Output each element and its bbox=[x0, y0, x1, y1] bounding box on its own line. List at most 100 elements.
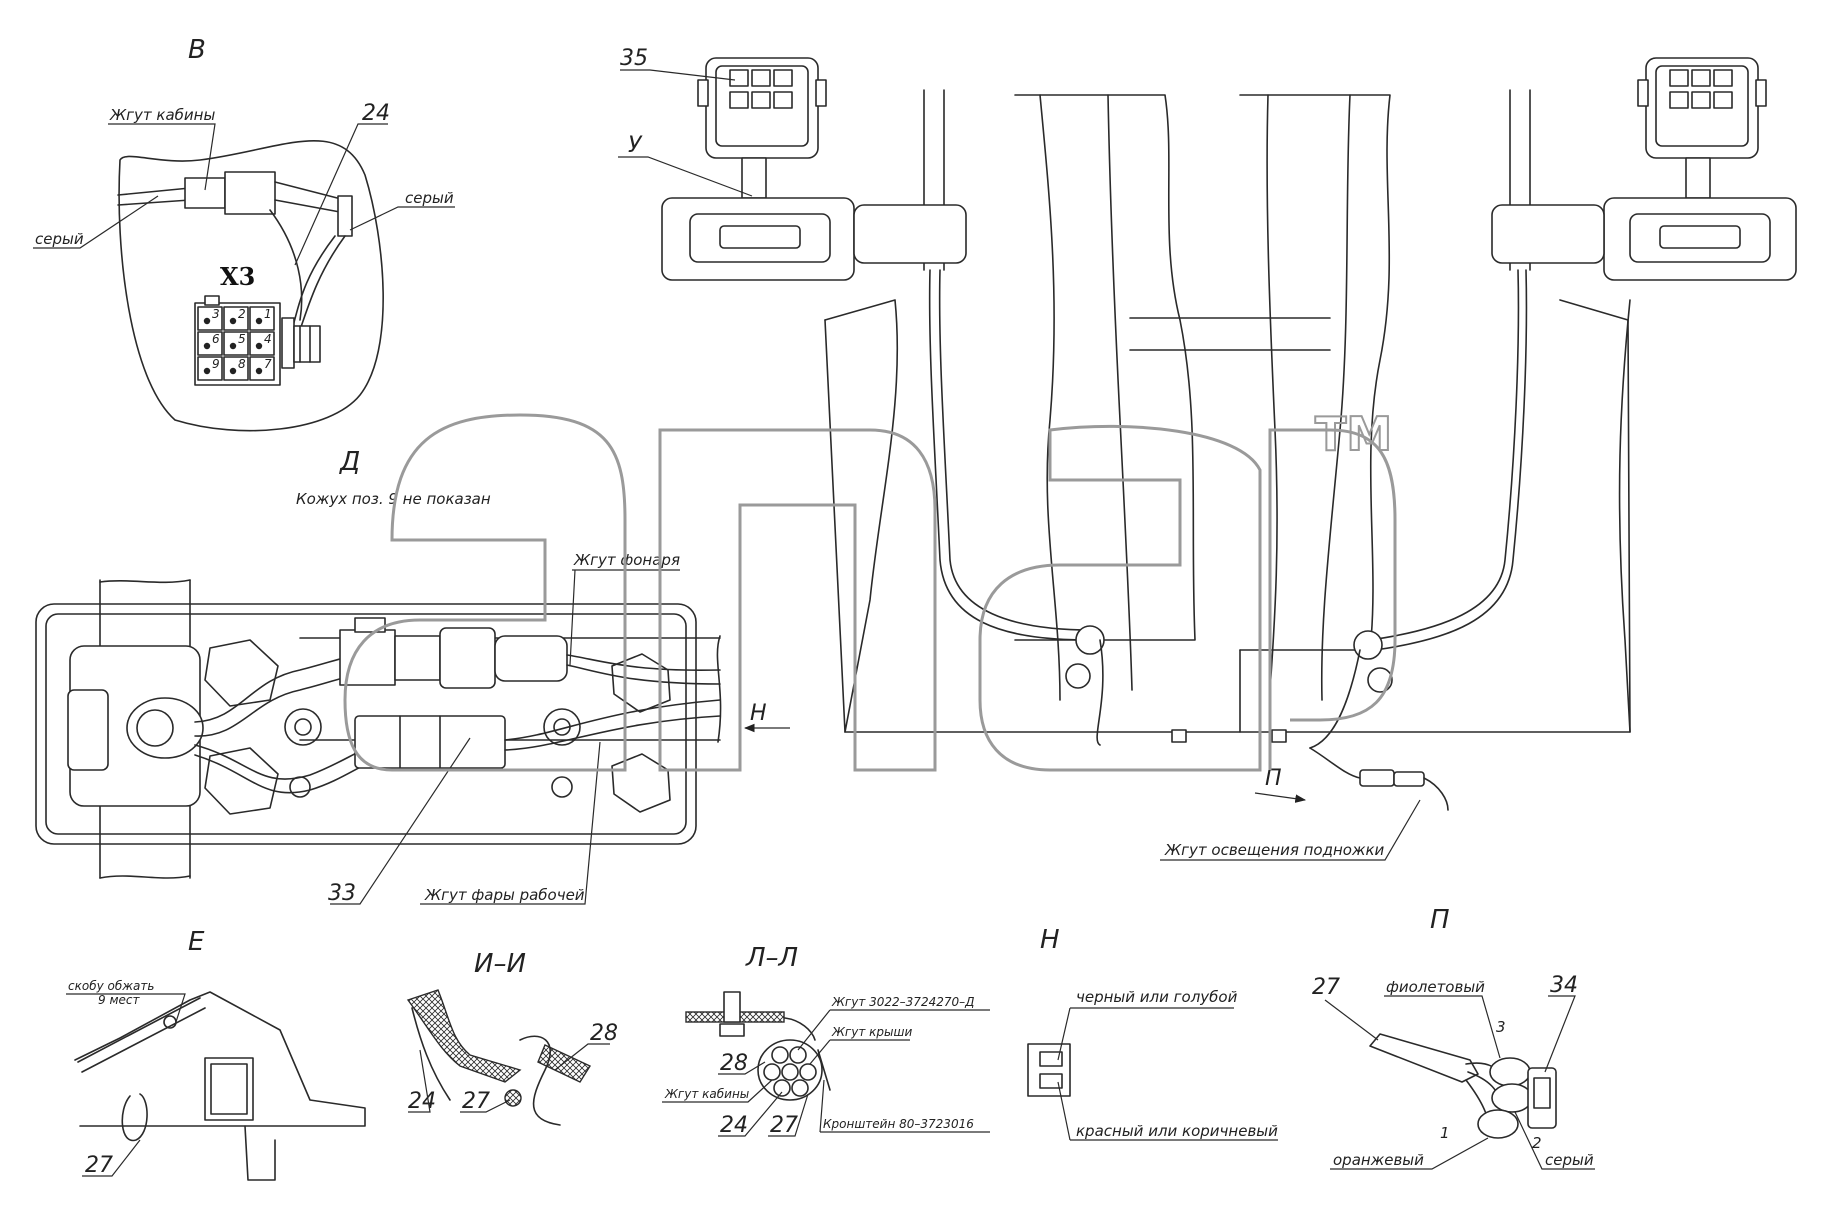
leader-red-or-brown bbox=[1057, 1081, 1278, 1141]
bar-break bbox=[716, 635, 722, 743]
leader-pos-27-ll bbox=[768, 1093, 809, 1137]
pos-35: 35 bbox=[620, 46, 648, 71]
view-e: Е скобу обжать 9 мест 27 bbox=[66, 927, 366, 1181]
connector-x3-pin bbox=[255, 367, 263, 375]
clamp-e-2 bbox=[163, 1015, 177, 1029]
label-gray-right: серый bbox=[405, 189, 454, 207]
step-left bbox=[824, 299, 1241, 733]
leader-pos-27-ii bbox=[460, 1099, 511, 1113]
marker-lamp-right-core bbox=[1659, 225, 1741, 249]
view-ll: Л–Л Жгут 3022–3724270–Д Жгут крыши Жгут … bbox=[662, 943, 990, 1138]
bolt-1 bbox=[284, 708, 322, 746]
work-light-left-bolt-r bbox=[815, 79, 827, 107]
connector-d bbox=[494, 635, 568, 682]
label-u: У bbox=[628, 133, 643, 158]
work-light-right-grid bbox=[1669, 69, 1733, 109]
label-bracket: Кронштейн 80–3723016 bbox=[823, 1117, 974, 1131]
watermark-logo: TM bbox=[343, 406, 1397, 772]
connector-x3-pin-cell bbox=[197, 331, 223, 356]
watermark-letter-p bbox=[1268, 428, 1397, 770]
section-ll-nut bbox=[719, 1023, 745, 1037]
pos-24-ll: 24 bbox=[720, 1113, 748, 1138]
bracket-e-box bbox=[204, 1057, 254, 1121]
work-light-right-bolt-l bbox=[1637, 79, 1649, 107]
leader-harness-3022 bbox=[797, 1009, 990, 1051]
arrow-p-label: П bbox=[1265, 766, 1282, 791]
view-v-outline bbox=[118, 140, 384, 432]
marker-lamp-right bbox=[1603, 197, 1797, 281]
connector-x3-pin bbox=[255, 317, 263, 325]
leader-pos-34-p bbox=[1544, 995, 1576, 1073]
wire-b bbox=[789, 1046, 807, 1064]
watermark-tm: TM bbox=[1315, 407, 1392, 461]
connector-x3-pin-cell bbox=[249, 356, 275, 381]
p-wire-sheath bbox=[1369, 1033, 1479, 1083]
view-d-title: Д bbox=[339, 447, 360, 477]
watermark-letter-n bbox=[658, 428, 937, 772]
view-v-socket bbox=[224, 171, 276, 215]
rail-clamp-left bbox=[853, 204, 967, 264]
view-e-note-2: 9 мест bbox=[98, 993, 140, 1007]
foot-e bbox=[244, 1125, 276, 1181]
label-harness-step: Жгут освещения подножки bbox=[1164, 841, 1385, 859]
hole-2 bbox=[289, 776, 311, 798]
panel-fold-3 bbox=[1320, 94, 1351, 701]
view-e-note-1: скобу обжать bbox=[68, 979, 154, 993]
lamp-housing-outer bbox=[35, 603, 697, 845]
harness-left-2 bbox=[938, 269, 1093, 631]
leader-violet bbox=[1384, 995, 1501, 1059]
connector-x3-pin-cell bbox=[197, 306, 223, 331]
wire-d bbox=[781, 1063, 799, 1081]
step-harness-wire bbox=[1309, 747, 1361, 779]
crossbar bbox=[1129, 317, 1331, 351]
top-assembly: 35 У bbox=[618, 46, 1797, 861]
section-ii-clip bbox=[519, 1035, 561, 1126]
connector-x3-pin-number: 7 bbox=[264, 357, 272, 371]
leader-harness-cab-ll bbox=[662, 1079, 773, 1103]
rail-clamp-right bbox=[1491, 204, 1605, 264]
view-p: П 27 34 фиолетовый оранжевый серый 3 2 1 bbox=[1312, 905, 1595, 1170]
relay-divisions bbox=[399, 715, 441, 769]
leader-harness-step bbox=[1160, 799, 1421, 861]
leader-pos-24-v bbox=[294, 123, 388, 266]
pos-24-ii: 24 bbox=[408, 1089, 436, 1114]
harness-right-2 bbox=[1374, 269, 1528, 651]
leader-pos-28-ll bbox=[718, 1061, 766, 1075]
marker-lamp-left-lens bbox=[689, 213, 831, 263]
work-light-left-bolt-l bbox=[697, 79, 709, 107]
view-v-wire-2 bbox=[274, 181, 346, 213]
pos-24-v: 24 bbox=[362, 101, 390, 126]
view-ii-title: И–И bbox=[474, 949, 526, 979]
label-black-or-blue: черный или голубой bbox=[1076, 988, 1238, 1006]
hole-1 bbox=[551, 776, 573, 798]
connector-x3-pin bbox=[229, 317, 237, 325]
pos-28-ii: 28 bbox=[590, 1021, 618, 1046]
tab-right bbox=[1271, 729, 1287, 743]
pos-27-p: 27 bbox=[1312, 975, 1340, 1000]
connector-x3-pin bbox=[203, 317, 211, 325]
leader-gray-p bbox=[1514, 1111, 1595, 1170]
step-right-edge bbox=[1559, 299, 1631, 733]
connector-x3-pin bbox=[203, 342, 211, 350]
clamp-e bbox=[121, 1093, 148, 1142]
label-harness-cab-v: Жгут кабины bbox=[109, 106, 215, 124]
harness-right bbox=[1369, 269, 1520, 641]
section-ll-strap bbox=[817, 1049, 831, 1091]
view-d: Д Кожух поз. 9 не показан bbox=[35, 447, 790, 906]
pos-27-ii: 27 bbox=[462, 1089, 490, 1114]
work-light-left-mount bbox=[741, 157, 767, 199]
step-connector-1 bbox=[1359, 769, 1395, 787]
leader-bracket bbox=[819, 1079, 990, 1133]
bracket-e-slope bbox=[77, 997, 206, 1073]
p-connector-latch bbox=[1533, 1077, 1551, 1109]
marker-lamp-right-lens bbox=[1629, 213, 1771, 263]
step-connector-2 bbox=[1393, 771, 1425, 787]
leader-pos-33 bbox=[330, 737, 471, 905]
leader-pos-24-ii bbox=[408, 1049, 431, 1113]
bolt-2 bbox=[543, 708, 581, 746]
panel-left-upper bbox=[1014, 94, 1196, 641]
label-harness-roof: Жгут крыши bbox=[831, 1025, 912, 1039]
wire-a bbox=[771, 1046, 789, 1064]
